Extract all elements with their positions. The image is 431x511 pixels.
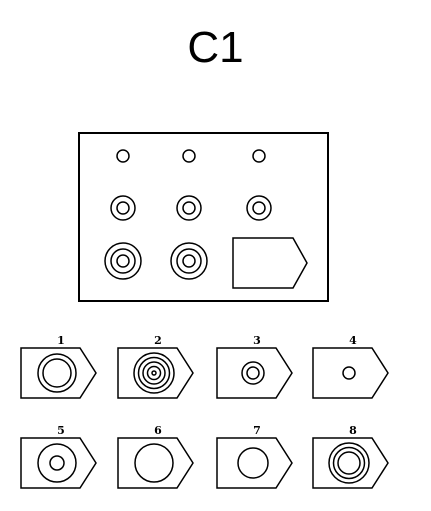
option-number: 6 <box>154 424 162 437</box>
matrix-cell <box>246 195 272 221</box>
ring <box>246 366 260 380</box>
ring <box>337 451 361 475</box>
option-shape <box>20 347 97 399</box>
option-shape <box>312 347 389 399</box>
ring <box>137 356 171 390</box>
ring <box>332 446 366 480</box>
ring <box>116 149 130 163</box>
answer-option-6[interactable]: 6 <box>117 424 194 489</box>
matrix-cell <box>170 242 208 280</box>
ring <box>151 370 157 376</box>
option-number: 2 <box>154 334 162 347</box>
ring <box>146 365 162 381</box>
ring <box>176 195 202 221</box>
matrix-cell <box>110 195 136 221</box>
ring <box>116 201 130 215</box>
answer-options[interactable]: 1 2 3 4 5 6 7 8 <box>20 334 389 489</box>
matrix-cell <box>252 149 266 163</box>
ring <box>252 149 266 163</box>
ring <box>328 442 370 484</box>
matrix-cell <box>182 149 196 163</box>
matrix-cells <box>104 149 272 280</box>
option-shape <box>117 347 194 399</box>
option-number: 5 <box>57 424 65 437</box>
ring <box>134 443 174 483</box>
ring <box>142 361 166 385</box>
matrix-cell <box>116 149 130 163</box>
answer-option-5[interactable]: 5 <box>20 424 97 489</box>
matrix-frame <box>78 132 329 302</box>
ring <box>49 455 65 471</box>
ring <box>252 201 266 215</box>
ring <box>246 195 272 221</box>
ring <box>133 352 175 394</box>
missing-cell-shape <box>232 237 308 289</box>
ring <box>182 254 196 268</box>
matrix-cell <box>104 242 142 280</box>
ring <box>104 242 142 280</box>
ring <box>182 201 196 215</box>
option-shape <box>20 437 97 489</box>
puzzle-title: C1 <box>187 23 244 72</box>
option-number: 4 <box>349 334 357 347</box>
ring <box>37 353 77 393</box>
option-number: 7 <box>253 424 261 437</box>
ring <box>170 242 208 280</box>
ring <box>237 447 269 479</box>
answer-option-8[interactable]: 8 <box>312 424 389 489</box>
option-shape <box>117 437 194 489</box>
option-number: 8 <box>349 424 357 437</box>
option-number: 1 <box>57 334 65 347</box>
ring <box>110 248 136 274</box>
ring <box>110 195 136 221</box>
answer-option-7[interactable]: 7 <box>216 424 293 489</box>
ring <box>342 366 356 380</box>
option-shape <box>216 347 293 399</box>
ring <box>182 149 196 163</box>
matrix-cell <box>176 195 202 221</box>
option-number: 3 <box>253 334 261 347</box>
answer-option-2[interactable]: 2 <box>117 334 194 399</box>
answer-option-4[interactable]: 4 <box>312 334 389 399</box>
ring <box>116 254 130 268</box>
ring <box>241 361 265 385</box>
option-shape <box>216 437 293 489</box>
option-shape <box>312 437 389 489</box>
ring <box>42 358 72 388</box>
ring <box>176 248 202 274</box>
answer-option-1[interactable]: 1 <box>20 334 97 399</box>
answer-option-3[interactable]: 3 <box>216 334 293 399</box>
ring <box>37 443 77 483</box>
